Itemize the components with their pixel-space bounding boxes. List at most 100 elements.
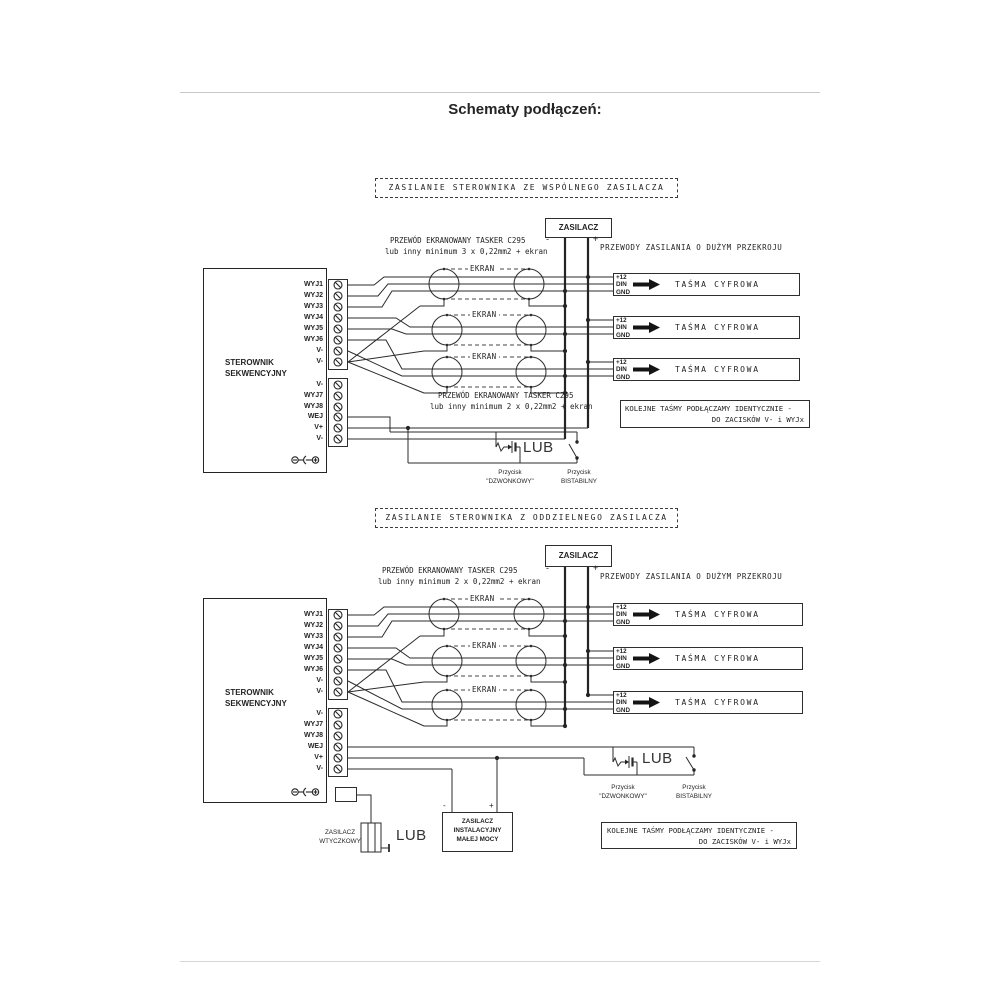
d2-terminal-wyj5: WYJ5 [303,655,323,662]
d1-momentary-button-label-1: Przycisk [498,469,522,476]
d1-strip-row-1 [613,273,800,296]
d2-momentary-button-label-2: "DZWONKOWY" [599,792,647,800]
pin-din: DIN [616,611,627,619]
pin-gnd: GND [616,373,630,381]
d2-strip-row-1 [613,603,803,626]
pin-plus12: +12 [616,359,627,366]
d1-terminal-wyj7: WYJ7 [303,392,323,399]
d2-zasilacz-label: ZASILACZ [558,551,599,560]
d1-terminal-vminus-a: V- [316,347,323,354]
d1-terminal-block-bottom [328,378,348,447]
d1-or-label: LUB [523,439,554,456]
d2-terminal-block-top [328,609,348,700]
d1-strip2-label: TAŚMA CYFROWA [675,323,760,332]
d2-momentary-button-label-1: Przycisk [611,784,635,791]
d1-note-line1: KOLEJNE TAŚMY PODŁĄCZAMY IDENTYCZNIE - [625,404,792,413]
d2-note-box [601,822,797,849]
d1-terminal-wyj4: WYJ4 [303,314,323,321]
d2-or-label: LUB [642,750,673,767]
d2-ekran-label-3: EKRAN [470,685,499,694]
d1-bistable-button-label-1: Przycisk [567,469,591,476]
pin-din: DIN [616,699,627,707]
d1-ekran-label-3: EKRAN [470,352,499,361]
d2-terminal-wej: WEJ [307,743,323,750]
shield-cable-icons [428,268,547,721]
d2-terminal-wyj8: WYJ8 [303,732,323,739]
pin-plus12: +12 [616,274,627,281]
d2-small-psu-label: ZASILACZ INSTALACYJNY MAŁEJ MOCY [453,818,502,843]
d2-terminal-wyj6: WYJ6 [303,666,323,673]
d2-zasilacz-box [545,545,612,567]
d2-ekran-label-2: EKRAN [470,641,499,650]
strip-arrow-icons [633,279,660,708]
shield-contact-dots [442,267,533,722]
d2-strip2-pins: +12 DIN GND [616,648,630,670]
d2-psu-plus-sign: + [489,801,494,810]
d1-cable3-note-line1: PRZEWÓD EKRANOWANY TASKER C295 [390,236,526,245]
d2-cable-note-line2: lub inny minimum 2 x 0,22mm2 + ekran [378,577,541,586]
d2-strip2-label: TAŚMA CYFROWA [675,654,760,663]
d2-strip1-label: TAŚMA CYFROWA [675,610,760,619]
d1-strip3-label: TAŚMA CYFROWA [675,365,760,374]
d2-strip3-pins: +12 DIN GND [616,692,630,714]
page-title: Schematy podłączeń: [448,101,602,118]
d1-terminal-wyj5: WYJ5 [303,325,323,332]
d2-terminal-vminus-a: V- [316,677,323,684]
d2-power-wires-note: PRZEWODY ZASILANIA O DUŻYM PRZEKROJU [600,572,783,581]
d2-title-box [375,508,678,528]
d1-bistable-button-label-2: BISTABILNY [561,477,597,485]
d1-cable2-note-line2: lub inny minimum 2 x 0,22mm2 + ekran [430,402,593,411]
d1-strip1-label: TAŚMA CYFROWA [675,280,760,289]
d1-momentary-button-label-2: "DZWONKOWY" [486,477,534,485]
d1-note-line2: DO ZACISKÓW V- i WYJx [711,415,804,424]
pin-plus12: +12 [616,604,627,611]
d2-terminal-wyj7: WYJ7 [303,721,323,728]
d1-terminal-wyj8: WYJ8 [303,403,323,410]
pin-plus12: +12 [616,648,627,655]
d1-terminal-wyj3: WYJ3 [303,303,323,310]
d1-terminal-vminus-d: V- [316,435,323,442]
d2-small-psu-box [442,812,513,852]
d1-power-wires-note: PRZEWODY ZASILANIA O DUŻYM PRZEKROJU [600,243,783,252]
d2-dc-connector-box [335,787,357,802]
d2-terminal-vminus-d: V- [316,765,323,772]
d2-psu-minus-sign: - [443,801,446,810]
d1-zasilacz-label: ZASILACZ [558,223,599,232]
d1-strip-row-3 [613,358,800,381]
d2-strip1-pins: +12 DIN GND [616,604,630,626]
bottom-rule [180,961,820,962]
d1-terminal-wyj6: WYJ6 [303,336,323,343]
d2-terminal-wyj4: WYJ4 [303,644,323,651]
pin-gnd: GND [616,706,630,714]
d2-plug-psu-label: ZASILACZ WTYCZKOWY [319,829,361,845]
d1-strip3-pins: +12 DIN GND [616,359,630,381]
d1-terminal-vminus-c: V- [316,381,323,388]
d1-terminal-wyj1: WYJ1 [303,281,323,288]
pin-din: DIN [616,281,627,289]
d2-terminal-block-bottom [328,708,348,777]
d2-strip-row-2 [613,647,803,670]
d1-zasilacz-box [545,218,612,238]
d2-controller-label: STEROWNIK SEKWENCYJNY [225,688,287,708]
d2-note-line2: DO ZACISKÓW V- i WYJx [698,837,791,846]
d1-terminal-wyj2: WYJ2 [303,292,323,299]
d1-minus-sign: - [546,234,549,244]
d2-bistable-button-label-1: Przycisk [682,784,706,791]
d1-terminal-wej: WEJ [307,413,323,420]
d1-terminal-vplus: V+ [314,424,323,431]
d1-note-box [620,400,810,428]
top-rule [180,92,820,93]
pin-plus12: +12 [616,692,627,699]
pin-gnd: GND [616,331,630,339]
d2-terminal-wyj3: WYJ3 [303,633,323,640]
pin-gnd: GND [616,662,630,670]
d2-plus-sign: + [593,563,599,573]
d1-cable2-note-line1: PRZEWÓD EKRANOWANY TASKER C295 [438,391,574,400]
d1-strip1-pins: +12 DIN GND [616,274,630,296]
d1-terminal-vminus-b: V- [316,358,323,365]
d2-minus-sign: - [546,563,549,573]
d1-terminal-block-top [328,279,348,370]
d2-ekran-label-1: EKRAN [468,594,497,603]
d2-controller-box [203,598,327,803]
